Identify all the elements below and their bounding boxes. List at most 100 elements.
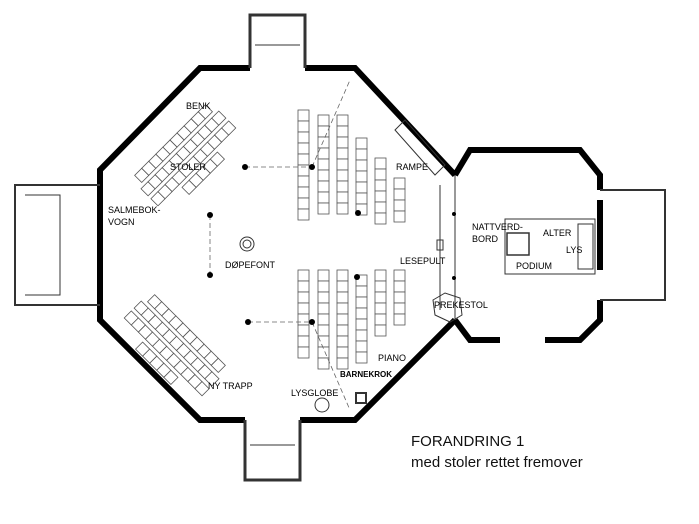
chair (393, 280, 406, 293)
chair (355, 148, 368, 161)
chair (297, 291, 310, 304)
label-barnekrok: BARNEKROK (340, 370, 392, 379)
pew-row-group (134, 104, 237, 207)
chair (374, 201, 387, 214)
chair (393, 199, 406, 212)
chair (336, 114, 349, 127)
chair (317, 169, 330, 182)
chair (374, 179, 387, 192)
chair (336, 324, 349, 337)
chair (336, 335, 349, 348)
chair (317, 125, 330, 138)
chair (336, 125, 349, 138)
chair (194, 381, 210, 397)
label-benk: BENK (186, 101, 211, 111)
chair (317, 180, 330, 193)
chair (393, 188, 406, 201)
chair (163, 369, 179, 386)
chair (393, 210, 406, 223)
chair (374, 190, 387, 203)
chair (336, 346, 349, 359)
chair (393, 269, 406, 282)
chair (336, 313, 349, 326)
label-stoler: STOLER (170, 162, 206, 172)
chair (355, 181, 368, 194)
chair (336, 136, 349, 149)
chair (355, 192, 368, 205)
chair (355, 285, 368, 298)
chair (317, 324, 330, 337)
chair (297, 142, 310, 155)
chair (336, 280, 349, 293)
label-ny-trapp: NY TRAPP (208, 381, 253, 391)
chair (297, 324, 310, 337)
chair (317, 136, 330, 149)
chair (355, 137, 368, 150)
chair (297, 280, 310, 293)
label-dopefont: DØPEFONT (225, 260, 276, 270)
chair (355, 318, 368, 331)
chair (297, 197, 310, 210)
chair (317, 346, 330, 359)
chair (297, 131, 310, 144)
communion-table (506, 232, 530, 256)
chair (336, 180, 349, 193)
chair (297, 346, 310, 359)
chair (317, 114, 330, 127)
label-prekestol: PREKESTOL (434, 300, 488, 310)
walls (14, 13, 666, 482)
chair (297, 109, 310, 122)
chair (317, 158, 330, 171)
baptismal-font (239, 236, 255, 252)
chair (297, 153, 310, 166)
chair (336, 147, 349, 160)
chair (355, 340, 368, 353)
chair (336, 169, 349, 182)
chair (336, 302, 349, 315)
chair (317, 357, 330, 370)
caption-subtitle: med stoler rettet fremover (411, 454, 583, 471)
chair (355, 329, 368, 342)
label-nattverd: NATTVERD- (472, 222, 523, 232)
chair (374, 157, 387, 170)
chair (393, 177, 406, 190)
chair (297, 302, 310, 315)
chair (317, 291, 330, 304)
chair (221, 120, 237, 136)
chair (297, 269, 310, 282)
label-lysglobe: LYSGLOBE (291, 388, 338, 398)
chair (336, 191, 349, 204)
chair (355, 351, 368, 364)
chair (297, 313, 310, 326)
chair (210, 357, 226, 373)
chair (355, 203, 368, 216)
chair (197, 104, 213, 120)
label-lesepult: LESEPULT (400, 256, 446, 266)
label-lys: LYS (566, 245, 582, 255)
chair (374, 212, 387, 225)
label-rampe: RAMPE (396, 162, 428, 172)
chair (355, 170, 368, 183)
chair (374, 291, 387, 304)
chair (355, 296, 368, 309)
chair (317, 280, 330, 293)
light-globe (314, 397, 330, 413)
room-labels: BENK STOLER SALMEBOK- VOGN DØPEFONT RAMP… (108, 101, 582, 398)
chair (297, 186, 310, 199)
podium (504, 218, 596, 275)
chair (336, 269, 349, 282)
caption-title: FORANDRING 1 (411, 433, 524, 450)
chair (374, 269, 387, 282)
walkway-lines (209, 79, 351, 411)
chair (393, 313, 406, 326)
chair (317, 269, 330, 282)
label-podium: PODIUM (516, 261, 552, 271)
altar (577, 223, 594, 270)
chair (317, 202, 330, 215)
label-salmebok: SALMEBOK- (108, 205, 161, 215)
chair (297, 175, 310, 188)
label-piano: PIANO (378, 353, 406, 363)
chair (374, 302, 387, 315)
chair (393, 291, 406, 304)
